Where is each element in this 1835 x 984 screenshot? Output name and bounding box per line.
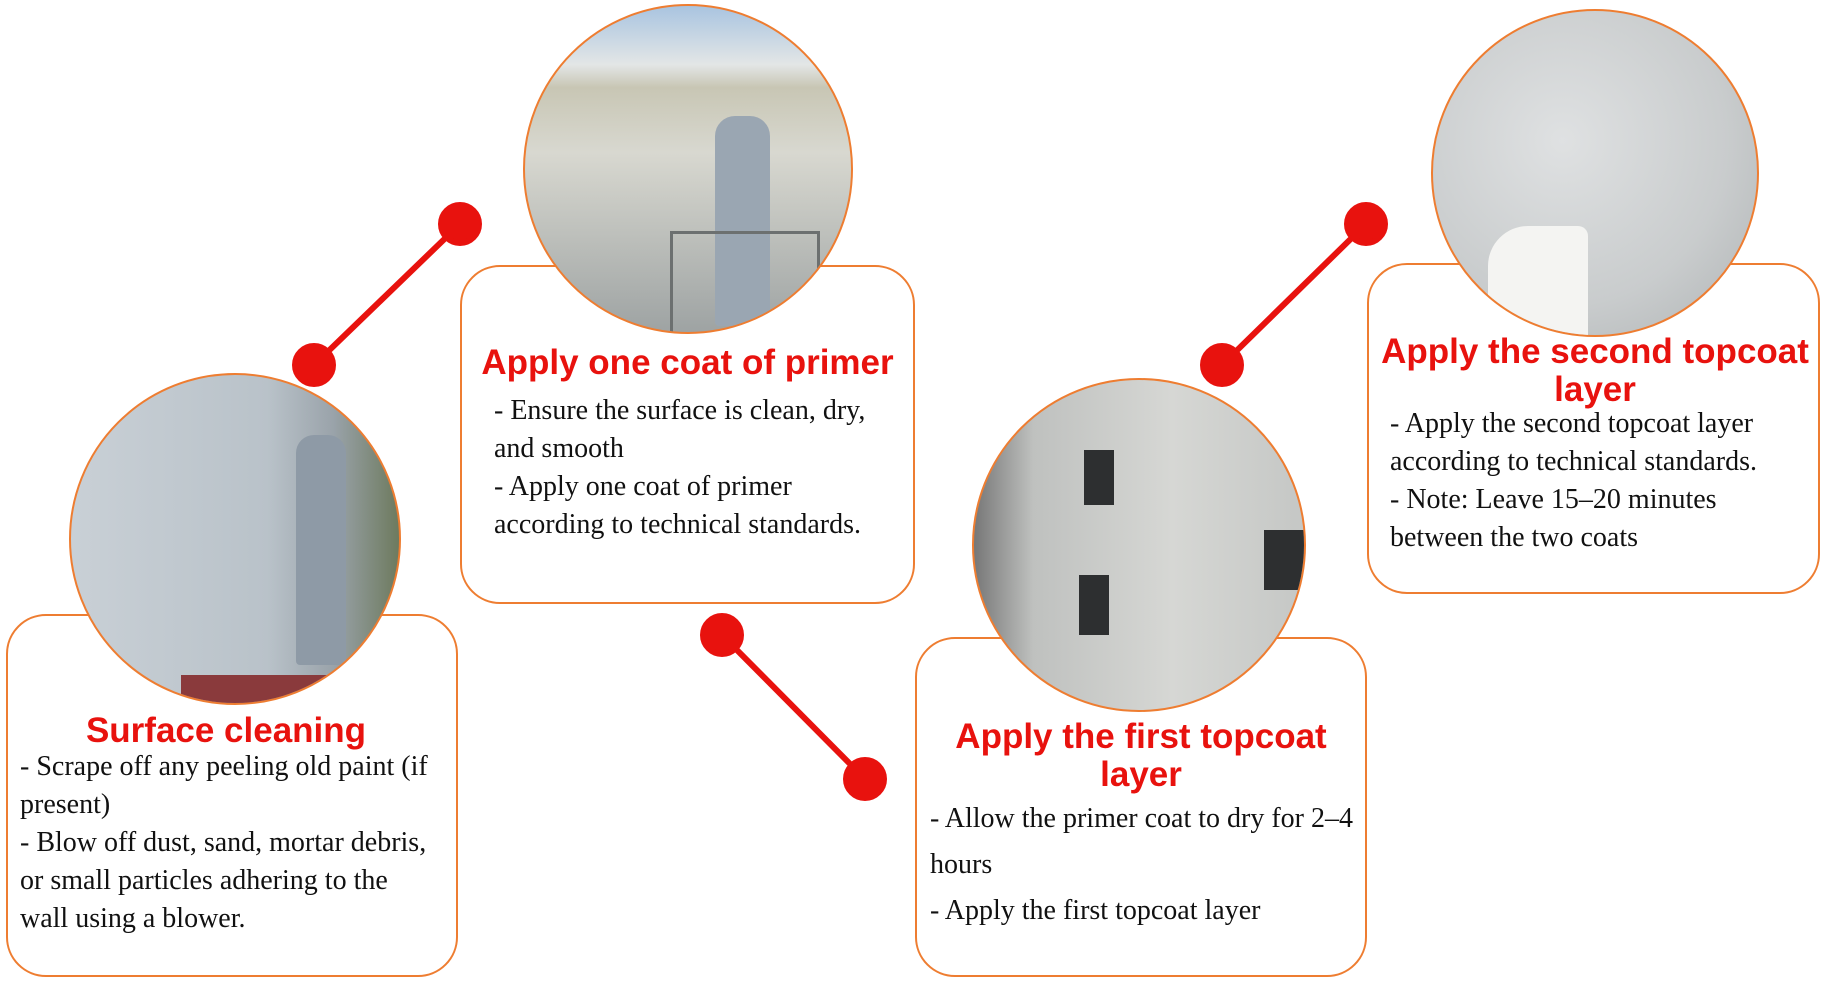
step-card-surface-cleaning xyxy=(6,614,458,977)
worker-figure xyxy=(296,435,346,665)
step-description: - Scrape off any peeling old paint (if p… xyxy=(20,748,440,938)
window xyxy=(1264,530,1304,590)
white-cylinder xyxy=(1488,226,1588,335)
connector-dot xyxy=(1200,343,1244,387)
worker-figure xyxy=(715,116,770,326)
roof-tiles xyxy=(181,675,381,703)
connector-line-3 xyxy=(1219,221,1369,368)
step-description: - Ensure the surface is clean, dry, and … xyxy=(494,392,894,544)
connector-line-2 xyxy=(719,632,868,782)
step-title: Apply the second topcoat layer xyxy=(1381,332,1809,409)
step-line: - Note: Leave 15–20 minutes between the … xyxy=(1390,484,1717,553)
photo-first-topcoat xyxy=(972,378,1306,712)
step-line: - Allow the primer coat to dry for 2–4 h… xyxy=(930,803,1354,880)
photo-primer xyxy=(523,4,853,334)
step-line: - Scrape off any peeling old paint (if p… xyxy=(20,751,428,820)
connector-dot xyxy=(700,613,744,657)
step-line: - Apply the second topcoat layer accordi… xyxy=(1390,408,1757,477)
step-line: - Blow off dust, sand, mortar debris, or… xyxy=(20,827,427,934)
step-title: Surface cleaning xyxy=(85,711,367,750)
connector-dot xyxy=(292,343,336,387)
window xyxy=(1084,450,1114,505)
connector-line-1 xyxy=(311,221,463,368)
step-title: Apply one coat of primer xyxy=(481,343,894,382)
step-line: - Ensure the surface is clean, dry, and … xyxy=(494,395,866,464)
door xyxy=(670,231,820,332)
photo-second-topcoat xyxy=(1431,9,1759,337)
connector-dot xyxy=(843,757,887,801)
step-title: Apply the first topcoat layer xyxy=(955,717,1327,794)
connector-dot xyxy=(438,202,482,246)
window xyxy=(1079,575,1109,635)
step-description: - Apply the second topcoat layer accordi… xyxy=(1390,405,1810,557)
connector-dot xyxy=(1344,202,1388,246)
step-line: - Apply one coat of primer according to … xyxy=(494,471,861,540)
step-description: - Allow the primer coat to dry for 2–4 h… xyxy=(930,796,1360,934)
step-line: - Apply the first topcoat layer xyxy=(930,895,1261,926)
photo-surface-cleaning xyxy=(69,373,401,705)
